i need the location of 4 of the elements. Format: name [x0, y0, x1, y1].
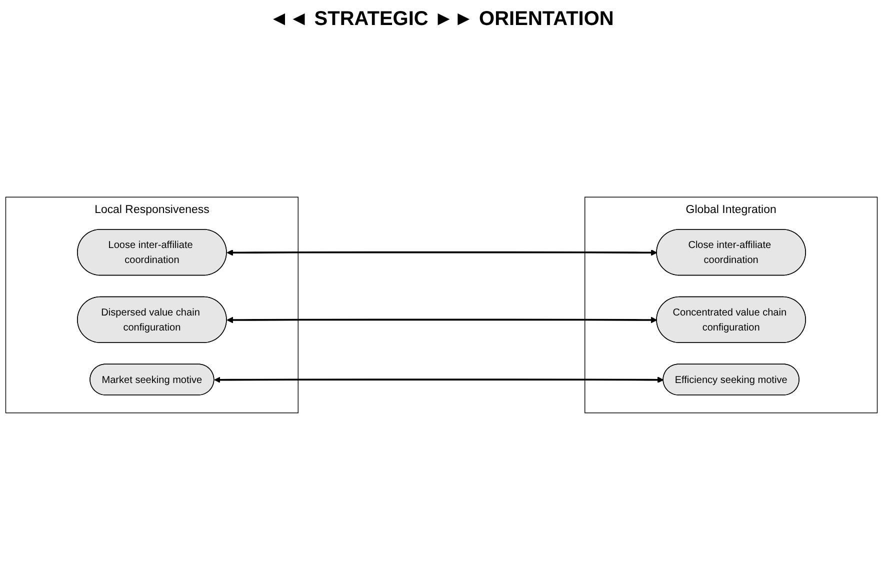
diagram-title: ◄◄ STRATEGIC ►► ORIENTATION [268, 8, 615, 31]
arrow [226, 316, 658, 324]
arrow [214, 376, 664, 384]
arrow [226, 250, 658, 256]
